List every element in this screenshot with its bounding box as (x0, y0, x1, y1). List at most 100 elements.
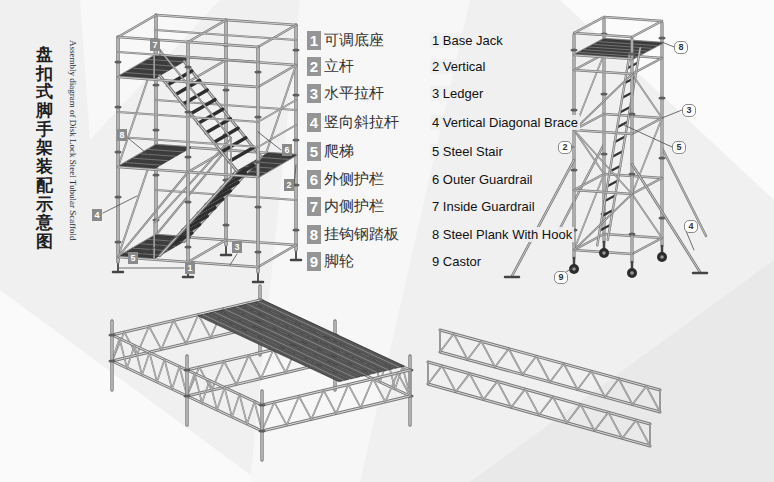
callout-number: 1 (185, 262, 195, 274)
number-text: 3 (310, 85, 318, 102)
leader-line (572, 147, 574, 148)
steel-plank (253, 300, 404, 368)
callout-number: 2 (284, 179, 294, 191)
truss-web (240, 395, 248, 425)
top-guardrail (604, 17, 662, 21)
ladder-rail (597, 54, 629, 246)
diagonal-brace (118, 172, 188, 257)
leader-line (230, 254, 237, 265)
ledger (632, 238, 662, 254)
part-name-chinese: 立杆 (324, 57, 354, 76)
outer-guardrail (118, 52, 258, 62)
truss-web (564, 364, 578, 390)
ledger (574, 190, 632, 194)
inside-guardrail (156, 30, 296, 40)
stair-stringer (160, 171, 237, 256)
inside-guardrail (156, 100, 296, 110)
leader-line (686, 231, 694, 250)
truss-post (410, 370, 411, 396)
rosette (629, 172, 636, 175)
part-name-chinese: 竖向斜拉杆 (324, 113, 399, 132)
rosette (115, 105, 122, 108)
truss-web (174, 320, 186, 343)
truss-chord (112, 361, 187, 396)
rosette (259, 403, 266, 406)
truss-chord (440, 352, 660, 412)
truss-web (120, 339, 128, 369)
callout-number: 7 (150, 39, 160, 51)
truss-web (468, 341, 482, 359)
steel-plank (242, 303, 393, 371)
truss-web (240, 395, 248, 425)
top-guardrail (604, 17, 662, 21)
rosette (109, 333, 116, 336)
leader-line (662, 110, 682, 118)
truss-post (440, 330, 441, 352)
ledger (118, 37, 258, 47)
truss-web (225, 388, 233, 418)
truss-beams-illustration (428, 330, 660, 446)
stair-handrail-post (154, 223, 155, 259)
callout-number: 8 (117, 129, 127, 141)
plank-rib (258, 302, 399, 368)
truss-web (336, 385, 348, 414)
top-guardrail (574, 33, 632, 37)
truss-web (633, 386, 647, 404)
outer-guardrail (118, 112, 258, 122)
ledger (118, 77, 258, 87)
truss-chord (187, 396, 262, 431)
rosette (255, 115, 262, 118)
truss-web (186, 315, 198, 344)
callout-number: 3 (682, 104, 696, 117)
truss-web (509, 349, 523, 375)
leader-lines (103, 42, 694, 272)
rosette (571, 108, 578, 111)
castor-hub (660, 255, 664, 259)
truss-web (428, 366, 442, 384)
truss-post (427, 362, 429, 384)
castor-hub (630, 271, 634, 275)
truss-web (311, 390, 323, 419)
truss-web (385, 373, 397, 402)
truss-web (385, 373, 397, 402)
leader-line (118, 268, 184, 269)
stair-stringer (160, 76, 237, 171)
vertical (185, 356, 188, 425)
rosette (185, 65, 192, 68)
truss-web (581, 405, 595, 431)
callout-number: 3 (232, 241, 242, 253)
vertical (572, 35, 575, 258)
ledger (188, 240, 226, 262)
diagonal-brace (632, 118, 662, 194)
outer-guardrail (118, 52, 258, 62)
truss-web (578, 371, 592, 389)
ledger (574, 130, 632, 134)
truss-web (217, 388, 225, 411)
rosette (629, 52, 636, 55)
rosette (601, 92, 608, 95)
plank-rib (599, 42, 657, 46)
truss-web (511, 389, 525, 407)
stair-handrail-post (231, 138, 232, 174)
truss-web (564, 364, 578, 390)
ladder-rail (608, 48, 640, 240)
rosette (153, 128, 160, 131)
outrigger (632, 164, 700, 272)
truss-platform-illustration (109, 286, 414, 460)
number-text: 2 (286, 180, 291, 190)
truss-post (439, 330, 441, 352)
number-text: 1 (310, 32, 318, 49)
truss-web (536, 356, 550, 382)
truss-post (650, 424, 651, 446)
number-text: 7 (152, 40, 157, 50)
stair-tower-illustration (113, 15, 301, 282)
truss-web (636, 420, 650, 446)
truss-post (409, 370, 411, 396)
number-text: 1 (187, 263, 192, 273)
outrigger-foot (693, 272, 707, 275)
vertical (117, 37, 118, 262)
truss-web (348, 385, 360, 408)
truss-web (484, 381, 498, 399)
legend-number-box: 2 (307, 57, 321, 76)
